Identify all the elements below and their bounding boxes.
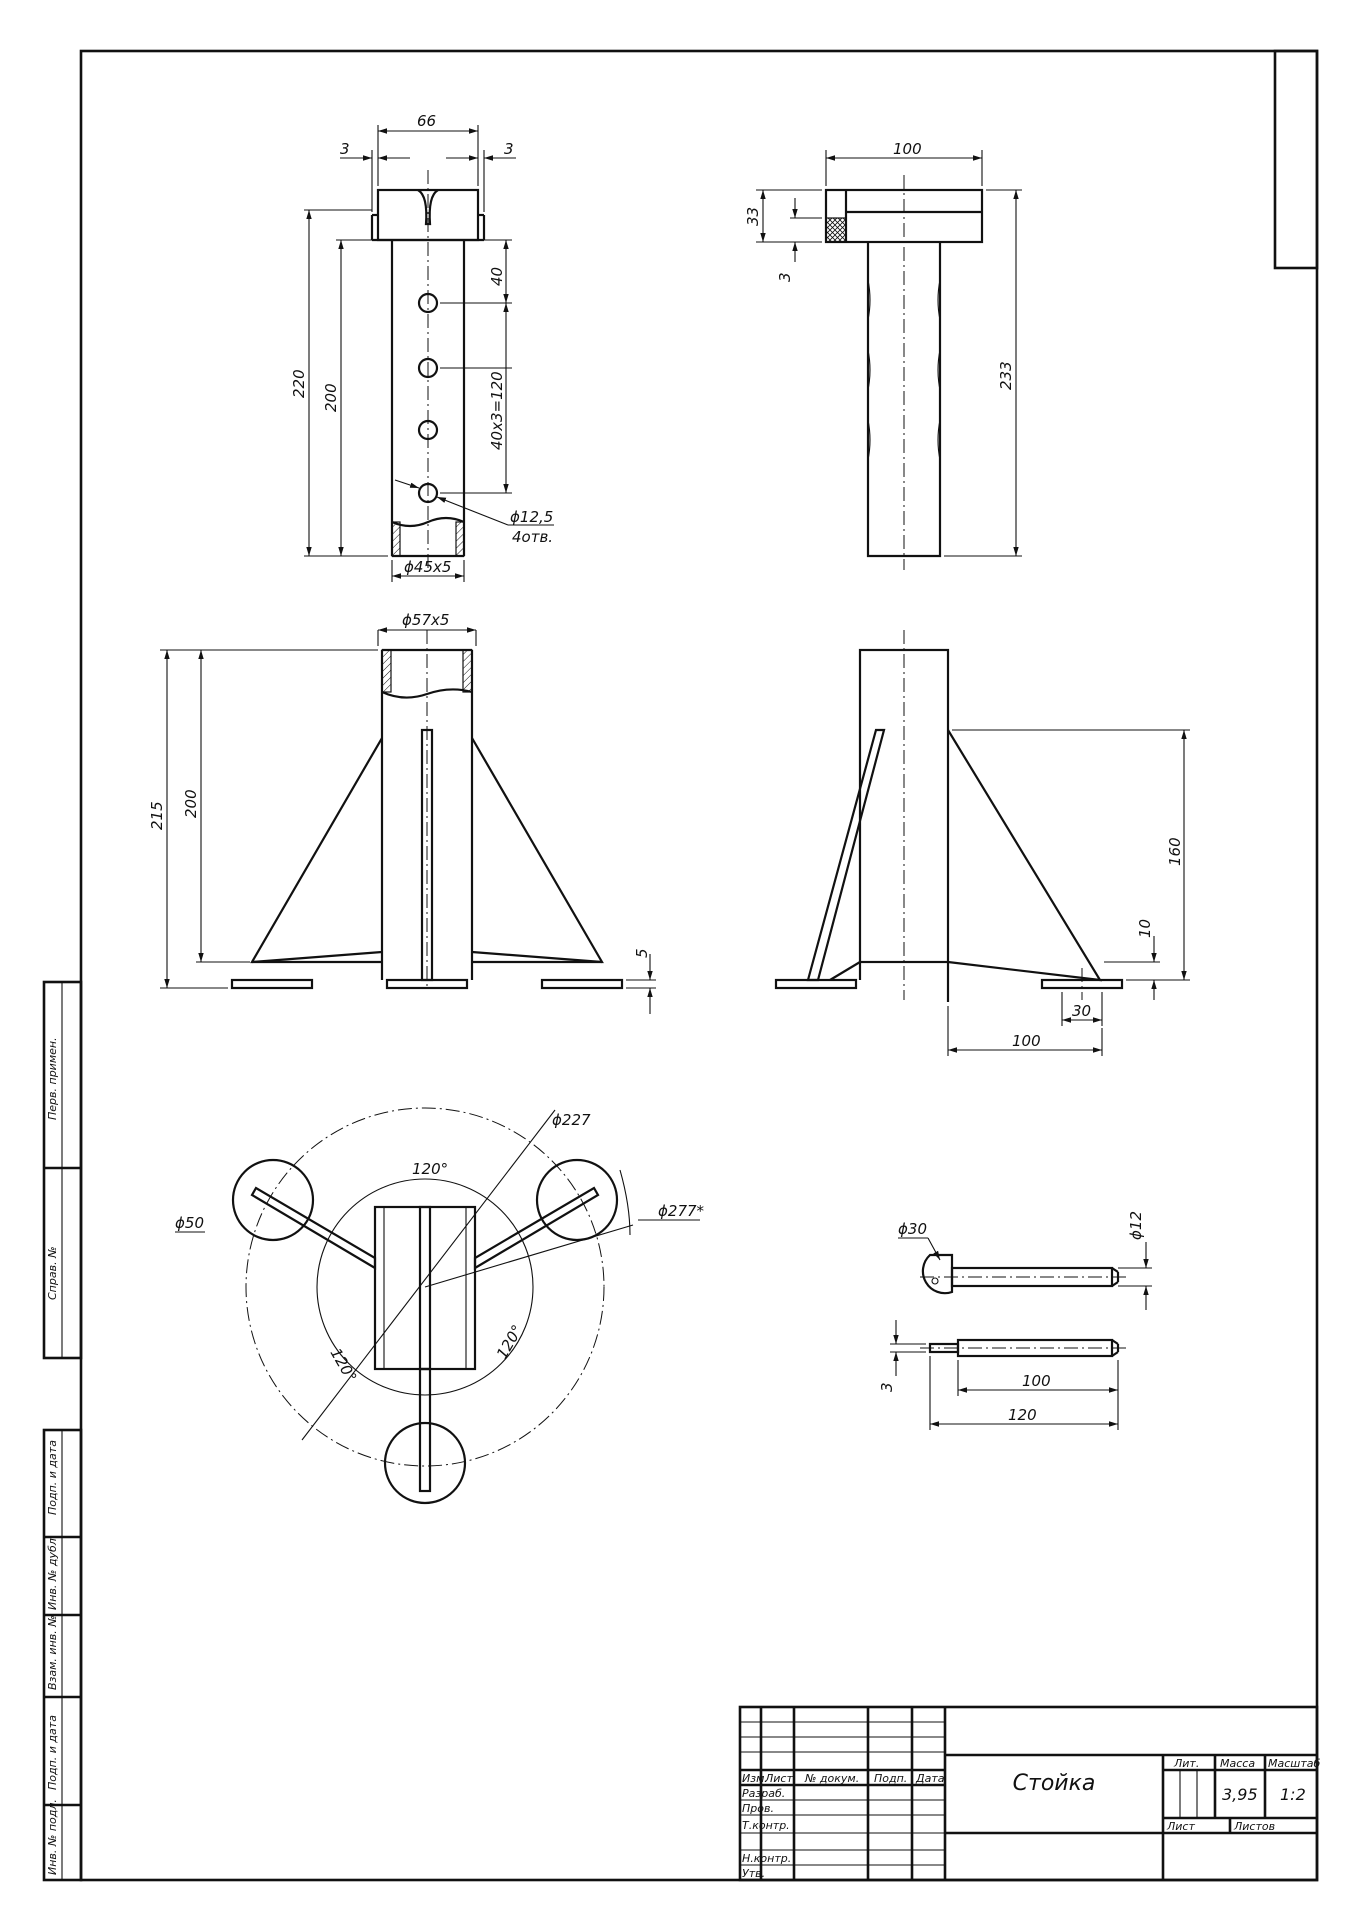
dim-top-width: 66 <box>417 112 436 130</box>
dim-foot-reach: 100 <box>1012 1032 1041 1050</box>
view-upper-tube-front: 66 3 3 220 200 40 40x3=120 ϕ12,5 4отв. ϕ… <box>290 112 554 582</box>
dim-height-220: 220 <box>290 369 308 398</box>
tb-col-doc: № докум. <box>804 1772 859 1785</box>
dim-pitch-total: 40x3=120 <box>488 371 506 450</box>
dim-height-200: 200 <box>322 383 340 412</box>
stamp-vzam-inv: Взам. инв. № <box>46 1615 59 1690</box>
dim-tube-large: ϕ57x5 <box>402 611 449 629</box>
drawing-frame <box>79 49 1319 1882</box>
dim-pitch-40: 40 <box>488 267 506 286</box>
tb-scale-value: 1:2 <box>1280 1785 1306 1804</box>
dim-head-height: 33 <box>744 207 762 226</box>
tb-role-razrab: Разраб. <box>742 1787 785 1800</box>
dim-hole-dia: ϕ12,5 <box>510 508 553 526</box>
dim-outer-dia: ϕ277* <box>658 1202 705 1220</box>
view-pin: ϕ30 ϕ12 3 100 120 <box>878 1211 1152 1430</box>
stamp-inv-podl: Инв. № подл. <box>46 1799 59 1875</box>
stamp-sprav-no: Справ. № <box>46 1246 59 1300</box>
view-base-front: ϕ57x5 215 200 5 <box>148 611 656 1014</box>
dim-pin-100: 100 <box>1022 1372 1051 1390</box>
tb-head-lit: Лит. <box>1173 1757 1199 1770</box>
dim-tube-small: ϕ45x5 <box>404 558 451 576</box>
top-right-stamp <box>1273 49 1319 270</box>
dim-rib-height: 160 <box>1166 837 1184 866</box>
dim-top-gap-right: 3 <box>504 140 514 158</box>
dim-pin-120: 120 <box>1008 1406 1037 1424</box>
tb-head-scale: Масштаб <box>1268 1757 1320 1770</box>
view-base-plan: ϕ227 ϕ50 ϕ277* 120° 120° 120° <box>175 1107 705 1505</box>
dim-angle-left: 120° <box>327 1345 361 1385</box>
tb-col-izm: Изм. <box>742 1772 768 1785</box>
tb-role-prov: Пров. <box>742 1802 774 1815</box>
dim-hole-qty: 4отв. <box>512 528 553 546</box>
tb-role-utv: Утв. <box>742 1867 765 1880</box>
stamp-podp-data-2: Подп. и дата <box>46 1715 59 1790</box>
dim-angle-top: 120° <box>412 1160 448 1178</box>
dim-rib-offset: 10 <box>1136 919 1154 938</box>
tb-head-sheet: Лист <box>1166 1820 1195 1833</box>
tb-col-list: Лист <box>764 1772 793 1785</box>
tb-part-name: Стойка <box>1013 1771 1096 1796</box>
side-stamp: Перв. примен. Справ. № Подп. и дата Инв.… <box>42 980 83 1882</box>
dim-angle-right: 120° <box>493 1322 527 1362</box>
stamp-perv-primen: Перв. примен. <box>46 1037 59 1120</box>
title-block: Изм. Лист № докум. Подп. Дата Разраб. Пр… <box>738 1705 1320 1882</box>
tb-role-nkontr: Н.контр. <box>742 1852 791 1865</box>
dim-pin-3: 3 <box>878 1382 896 1392</box>
dim-head-plate: 3 <box>776 272 794 282</box>
tb-head-sheets: Листов <box>1233 1820 1275 1833</box>
tb-mass-value: 3,95 <box>1222 1785 1258 1804</box>
dim-top-gap-left: 3 <box>340 140 350 158</box>
dim-pin-dia: ϕ12 <box>1127 1211 1145 1240</box>
dim-base-height-200: 200 <box>182 789 200 818</box>
dim-foot-width: 30 <box>1072 1002 1091 1020</box>
tb-head-mass: Масса <box>1220 1757 1255 1770</box>
view-upper-tube-side: 100 33 3 233 <box>744 140 1022 570</box>
dim-base-height-215: 215 <box>148 801 166 830</box>
dim-bolt-circle: ϕ227 <box>552 1111 591 1129</box>
stamp-podp-data-1: Подп. и дата <box>46 1440 59 1515</box>
dim-pad-dia: ϕ50 <box>175 1214 204 1232</box>
dim-foot-thk: 5 <box>633 948 651 958</box>
tb-col-sign: Подп. <box>874 1772 907 1785</box>
view-base-side: 160 10 30 100 <box>774 630 1190 1056</box>
dim-pin-head: ϕ30 <box>898 1220 927 1238</box>
tb-col-date: Дата <box>915 1772 945 1785</box>
stamp-inv-dubl: Инв. № дубл. <box>46 1535 59 1610</box>
dim-inner-length: 233 <box>997 361 1015 390</box>
dim-head-width: 100 <box>893 140 922 158</box>
tb-role-tkontr: Т.контр. <box>742 1819 790 1832</box>
